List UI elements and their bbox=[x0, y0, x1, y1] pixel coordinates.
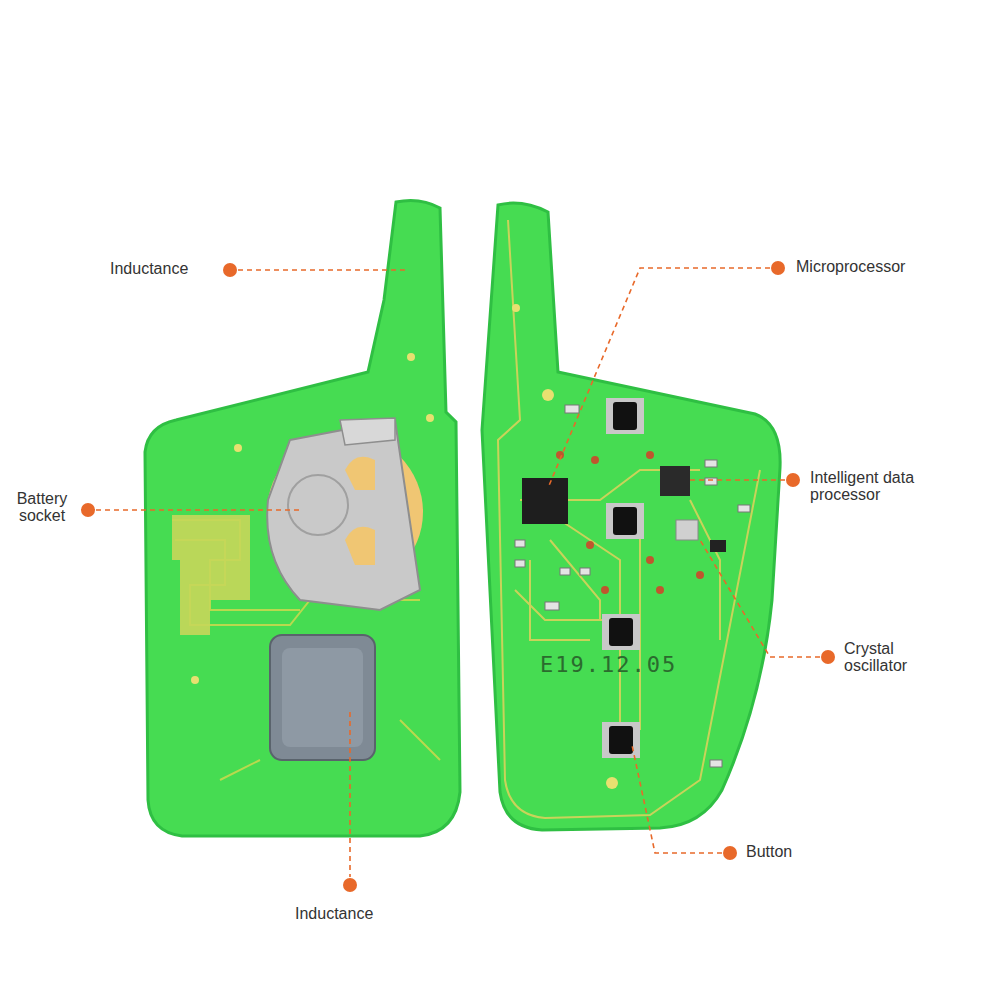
via bbox=[191, 676, 199, 684]
board-silkscreen: E19.12.05 bbox=[540, 652, 700, 677]
vias bbox=[556, 451, 704, 594]
part-label: Intelligent data processor bbox=[810, 470, 960, 504]
via bbox=[234, 444, 242, 452]
callout-dots bbox=[81, 261, 835, 892]
battery-holder bbox=[267, 418, 423, 610]
via bbox=[407, 353, 415, 361]
data-processor-chip bbox=[660, 466, 690, 496]
left-pcb bbox=[145, 200, 460, 836]
microprocessor-chip bbox=[522, 478, 568, 524]
via bbox=[542, 389, 554, 401]
part-label: Battery socket bbox=[6, 491, 78, 525]
via bbox=[426, 414, 434, 422]
smd-parts bbox=[515, 405, 750, 767]
buttons bbox=[602, 398, 644, 758]
part-label: Inductance bbox=[295, 906, 415, 923]
part-label: Inductance bbox=[110, 261, 220, 278]
ground-pad bbox=[172, 515, 250, 635]
via bbox=[512, 304, 520, 312]
leader-lines bbox=[96, 268, 820, 877]
via bbox=[606, 777, 618, 789]
right-pcb bbox=[482, 203, 780, 830]
part-label: Microprocessor bbox=[796, 259, 946, 276]
inductor-top bbox=[282, 648, 363, 747]
part-label: Button bbox=[746, 844, 866, 861]
inductor bbox=[270, 635, 375, 760]
right-traces bbox=[498, 220, 760, 818]
crystal bbox=[676, 520, 698, 540]
transistor bbox=[710, 540, 726, 552]
part-label: Crystal oscillator bbox=[844, 641, 934, 675]
